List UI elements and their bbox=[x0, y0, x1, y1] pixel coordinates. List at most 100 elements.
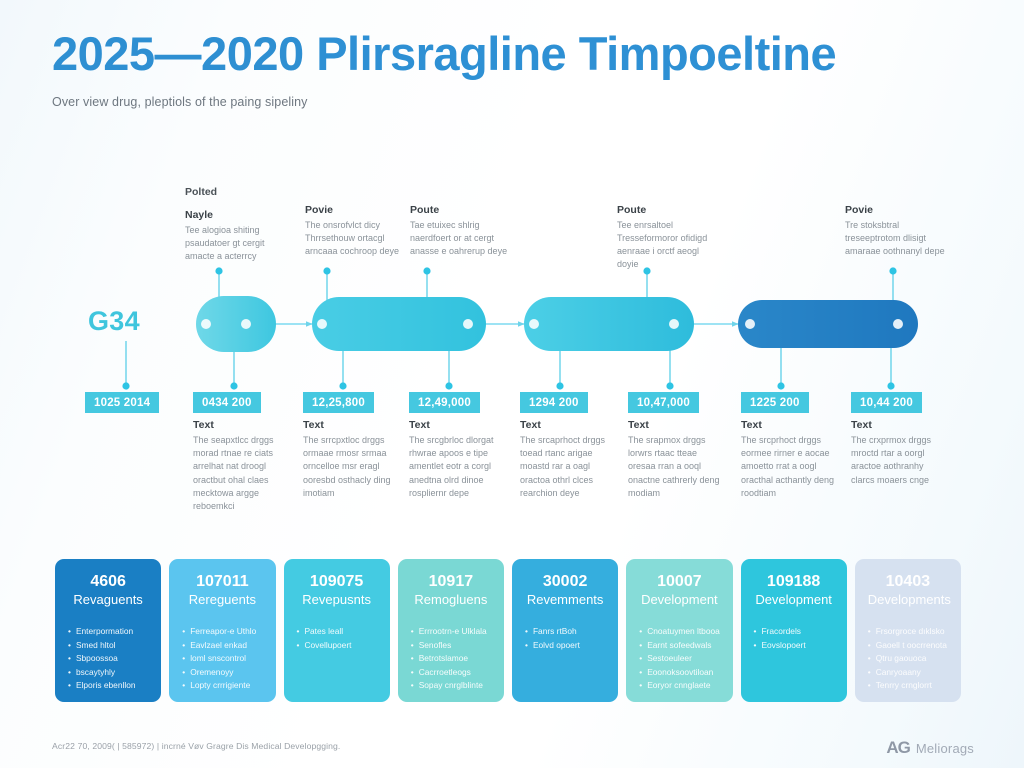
card-number: 107011 bbox=[182, 573, 262, 591]
top-note-head: Poute bbox=[410, 204, 514, 216]
timeline-badge-3[interactable]: 12,25,800 bbox=[303, 392, 374, 413]
timeline-badge-6[interactable]: 10,47,000 bbox=[628, 392, 699, 413]
timeline-bottom-note-1: Text The seapxtlcc drggs morad rtnae re … bbox=[193, 419, 291, 513]
card-bullet-item: Senofles bbox=[411, 639, 491, 653]
card-bullet-item: Oremenoyy bbox=[182, 666, 262, 680]
card-number: 109188 bbox=[754, 573, 834, 591]
timeline-top-note-3: Poute Tae etuixec shlrig naerdfoert or a… bbox=[410, 204, 514, 258]
card-bullet-list: Ferreapor-e UthloEavlzael enkadloml snsc… bbox=[182, 625, 262, 693]
card-bullet-item: Qtru gaouoca bbox=[868, 652, 948, 666]
card-bullet-item: Errrootrn-e Ulklala bbox=[411, 625, 491, 639]
card-bullet-item: Covellupoert bbox=[297, 639, 377, 653]
timeline-badge-7[interactable]: 1225 200 bbox=[741, 392, 809, 413]
summary-card[interactable]: 30002RevemmentsFanrs rtBohEolvd opoert bbox=[512, 559, 618, 702]
card-bullet-item: Gaoell t oocrrenota bbox=[868, 639, 948, 653]
card-title: Development bbox=[639, 592, 719, 608]
card-bullet-item: Ferreapor-e Uthlo bbox=[182, 625, 262, 639]
timeline-top-note-2: Povie The onsrofvlct dicy Thrrsethouw or… bbox=[305, 204, 409, 258]
top-note-body: Tre stoksbtral treseeptrotom dlisigt ama… bbox=[845, 219, 949, 258]
card-bullet-item: Elporis ebenllon bbox=[68, 679, 148, 693]
card-bullet-list: FracordelsEovslopoert bbox=[754, 625, 834, 652]
bottom-note-head: Text bbox=[193, 419, 291, 431]
summary-card[interactable]: 109075RevepusntsPates leallCovellupoert bbox=[284, 559, 390, 702]
timeline-top-note-5: Povie Tre stoksbtral treseeptrotom dlisi… bbox=[845, 204, 949, 258]
card-bullet-item: Sestoeuleer bbox=[639, 652, 719, 666]
timeline-badge-4[interactable]: 12,49,000 bbox=[409, 392, 480, 413]
bottom-note-body: The srapmox drggs lorwrs rtaac tteae ore… bbox=[628, 434, 726, 500]
timeline-side-label: G34 bbox=[88, 306, 140, 337]
card-title: Remogluens bbox=[411, 592, 491, 608]
card-bullet-item: Pates leall bbox=[297, 625, 377, 639]
card-bullet-item: Betrotslamoe bbox=[411, 652, 491, 666]
bottom-note-body: The srcaprhoct drggs toead rtanc arigae … bbox=[520, 434, 618, 500]
card-bullet-list: Pates leallCovellupoert bbox=[297, 625, 377, 652]
timeline-top-note-4: Poute Tee enrsaltoel Tresseformoror ofid… bbox=[617, 204, 721, 271]
top-note-kicker: Polted bbox=[185, 186, 289, 198]
card-title: Development bbox=[754, 592, 834, 608]
card-title: Revemments bbox=[525, 592, 605, 608]
card-bullet-item: Sbpoossoa bbox=[68, 652, 148, 666]
top-note-head: Povie bbox=[305, 204, 409, 216]
summary-card[interactable]: 4606RevaguentsEnterpormationSmed hltol… bbox=[55, 559, 161, 702]
card-bullet-item: Frsorgroce dıklsko bbox=[868, 625, 948, 639]
top-note-head: Povie bbox=[845, 204, 949, 216]
bottom-note-head: Text bbox=[851, 419, 949, 431]
card-bullet-item: Fracordels bbox=[754, 625, 834, 639]
card-bullet-item: Eoonoksoovtiloan bbox=[639, 666, 719, 680]
bottom-note-body: The srrcpxtloc drggs ormaae rmosr srmaa … bbox=[303, 434, 401, 500]
card-number: 30002 bbox=[525, 573, 605, 591]
summary-card[interactable]: 10917RemogluensErrrootrn-e UlklalaSenof… bbox=[398, 559, 504, 702]
bottom-note-body: The crxprmox drggs mroctd rtar a oorgl a… bbox=[851, 434, 949, 487]
card-bullet-item: Eoryor cnnglaete bbox=[639, 679, 719, 693]
timeline-badge-2[interactable]: 0434 200 bbox=[193, 392, 261, 413]
bottom-note-body: The srcgbrloc dlorgat rhwrae apoos e tip… bbox=[409, 434, 507, 500]
card-bullet-item: loml snscontrol bbox=[182, 652, 262, 666]
bottom-note-body: The srcprhoct drggs eormee rirner e aoca… bbox=[741, 434, 839, 500]
summary-card[interactable]: 10403DevelopmentsFrsorgroce dıklskoGao… bbox=[855, 559, 961, 702]
card-bullet-item: bscaytyhly bbox=[68, 666, 148, 680]
card-title: Developments bbox=[868, 592, 948, 608]
card-number: 10917 bbox=[411, 573, 491, 591]
timeline-pill-2 bbox=[312, 297, 486, 351]
card-bullet-item: Eavlzael enkad bbox=[182, 639, 262, 653]
timeline-bottom-note-7: Text The crxprmox drggs mroctd rtar a oo… bbox=[851, 419, 949, 487]
timeline-badge-1[interactable]: 1025 2014 bbox=[85, 392, 159, 413]
card-bullet-list: EnterpormationSmed hltolSbpoossoabscayty… bbox=[68, 625, 148, 693]
bottom-note-head: Text bbox=[303, 419, 401, 431]
card-number: 4606 bbox=[68, 573, 148, 591]
card-bullet-item: Canryoaany bbox=[868, 666, 948, 680]
card-bullet-item: Eovslopoert bbox=[754, 639, 834, 653]
summary-card[interactable]: 107011RereguentsFerreapor-e UthloEavlzae… bbox=[169, 559, 275, 702]
card-bullet-item: Cacrroetleogs bbox=[411, 666, 491, 680]
timeline-pill-3 bbox=[524, 297, 694, 351]
bottom-note-head: Text bbox=[409, 419, 507, 431]
footer-note: Acr22 70, 2009( | 585972) | incrné Vøv… bbox=[52, 741, 340, 751]
timeline-badge-8[interactable]: 10,44 200 bbox=[851, 392, 922, 413]
top-note-body: The onsrofvlct dicy Thrrsethouw ortacgl … bbox=[305, 219, 409, 258]
timeline-bottom-note-3: Text The srcgbrloc dlorgat rhwrae apoos … bbox=[409, 419, 507, 500]
timeline-badge-5[interactable]: 1294 200 bbox=[520, 392, 588, 413]
top-note-body: Tee enrsaltoel Tresseformoror ofidigd ae… bbox=[617, 219, 721, 271]
summary-card[interactable]: 109188DevelopmentFracordelsEovslopoert bbox=[741, 559, 847, 702]
card-bullet-item: Enterpormation bbox=[68, 625, 148, 639]
card-bullet-item: Fanrs rtBoh bbox=[525, 625, 605, 639]
card-bullet-item: Tenrry crnglorrt bbox=[868, 679, 948, 693]
top-note-body: Tae etuixec shlrig naerdfoert or at cerg… bbox=[410, 219, 514, 258]
timeline-pill-4 bbox=[738, 300, 918, 348]
brand-wordmark: Meliorags bbox=[916, 741, 974, 756]
bottom-note-body: The seapxtlcc drggs morad rtnae re ciats… bbox=[193, 434, 291, 513]
timeline-bottom-note-5: Text The srapmox drggs lorwrs rtaac ttea… bbox=[628, 419, 726, 500]
card-bullet-item: Earnt sofeedwals bbox=[639, 639, 719, 653]
card-bullet-item: Sopay cnrglblinte bbox=[411, 679, 491, 693]
card-title: Revepusnts bbox=[297, 592, 377, 608]
brand-logo: AG Meliorags bbox=[886, 738, 974, 758]
top-note-head: Nayle bbox=[185, 209, 289, 221]
card-number: 10403 bbox=[868, 573, 948, 591]
summary-card[interactable]: 10007DevelopmentCnoatuymen ltbooaEarnt s… bbox=[626, 559, 732, 702]
card-bullet-item: Eolvd opoert bbox=[525, 639, 605, 653]
bottom-note-head: Text bbox=[741, 419, 839, 431]
timeline-bottom-note-4: Text The srcaprhoct drggs toead rtanc ar… bbox=[520, 419, 618, 500]
top-note-head: Poute bbox=[617, 204, 721, 216]
timeline-top-note-1: Polted Nayle Tee alogioa shiting psaudat… bbox=[185, 186, 289, 263]
